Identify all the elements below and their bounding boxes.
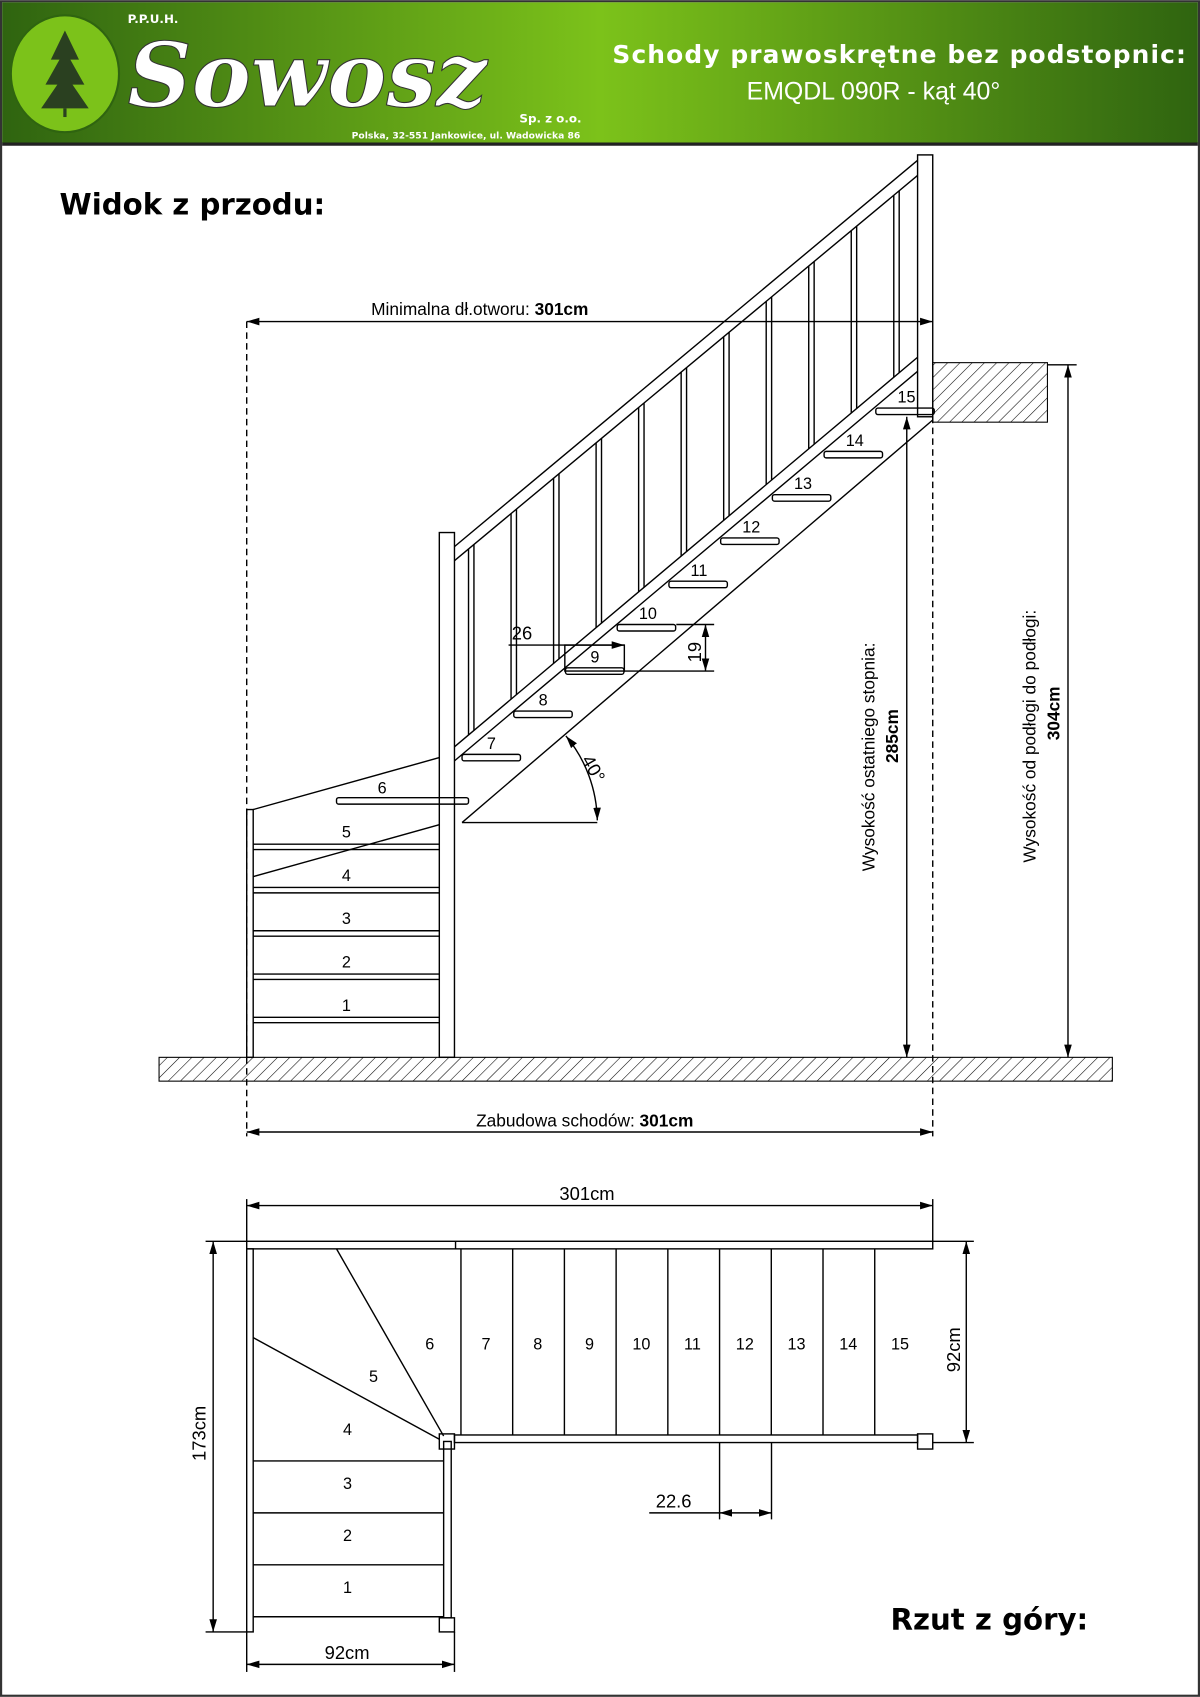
step-number: 1 xyxy=(343,1579,352,1597)
newel-post-plan xyxy=(438,1433,456,1450)
riser-height-label: 19 xyxy=(684,642,705,662)
step-number: 9 xyxy=(585,1335,594,1353)
step-number: 5 xyxy=(369,1368,378,1386)
angle-label: 40° xyxy=(578,751,610,786)
top-post-plan xyxy=(916,1433,934,1450)
floor-hatch xyxy=(158,1056,1113,1082)
drawing-title: Schody prawoskrętne bez podstopnic: xyxy=(612,40,1185,69)
step-number: 3 xyxy=(342,910,351,928)
tread-13 xyxy=(771,493,832,502)
last-step-height-value: 285cm xyxy=(882,709,902,763)
step-number: 15 xyxy=(891,1335,909,1353)
company-suffix: Sp. z o.o. xyxy=(519,111,581,125)
step-number: 3 xyxy=(343,1475,352,1493)
tread-6 xyxy=(335,796,470,805)
tree-icon xyxy=(41,30,89,109)
upper-width-label: 92cm xyxy=(943,1327,964,1372)
step-number: 14 xyxy=(839,1335,857,1353)
step-number: 4 xyxy=(342,867,351,885)
step-number: 7 xyxy=(482,1335,491,1353)
step-number: 8 xyxy=(533,1335,542,1353)
lower-width-label: 92cm xyxy=(325,1642,370,1663)
step-number: 2 xyxy=(343,1527,352,1545)
plan-length-label: 301cm xyxy=(559,1183,614,1204)
logo-text: Sowosz xyxy=(128,23,489,127)
step-number: 11 xyxy=(684,1335,701,1353)
opening-dimension: Minimalna dł.otworu: 301cm xyxy=(371,299,588,319)
upper-floor-hatch xyxy=(932,362,1048,423)
tread-11 xyxy=(668,580,729,589)
step-number: 5 xyxy=(342,824,351,842)
header-banner: P.P.U.H. Sowosz Sp. z o.o. Polska, 32-55… xyxy=(2,2,1198,146)
step-number: 10 xyxy=(632,1335,650,1353)
footprint-dimension: Zabudowa schodów: 301cm xyxy=(476,1111,693,1131)
tread-10 xyxy=(616,623,677,632)
front-view-heading: Widok z przodu: xyxy=(60,187,326,221)
left-post xyxy=(246,808,254,1059)
step-number: 6 xyxy=(378,779,387,797)
step-number: 6 xyxy=(425,1335,434,1353)
tread-14 xyxy=(823,450,884,459)
middle-post xyxy=(438,531,456,1059)
plan-depth-label: 173cm xyxy=(189,1406,210,1461)
bottom-post-plan xyxy=(438,1617,456,1633)
tread-depth-label: 26 xyxy=(512,623,532,644)
step-number: 10 xyxy=(639,605,657,623)
tread-7 xyxy=(461,753,522,762)
tread-8 xyxy=(513,710,573,719)
company-prefix: P.P.U.H. xyxy=(128,12,179,26)
step-number: 12 xyxy=(736,1335,754,1353)
step-number: 12 xyxy=(742,519,760,537)
tread-spacing-label: 22.6 xyxy=(656,1490,692,1511)
step-number: 9 xyxy=(590,648,599,666)
step-number: 15 xyxy=(897,389,915,407)
floor-height-value: 304cm xyxy=(1043,686,1063,740)
step-number: 11 xyxy=(691,562,708,580)
step-number: 8 xyxy=(539,692,548,710)
step-number: 7 xyxy=(487,735,496,753)
step-number: 2 xyxy=(342,954,351,972)
step-number: 13 xyxy=(794,475,812,493)
tread-12 xyxy=(719,537,780,546)
step-number: 1 xyxy=(342,997,351,1015)
tread-15 xyxy=(875,407,935,416)
top-view-heading: Rzut z góry: xyxy=(891,1603,1089,1637)
step-number: 13 xyxy=(788,1335,806,1353)
step-number: 14 xyxy=(846,432,864,450)
balusters xyxy=(467,190,900,735)
floor-height-label: Wysokość od podłogi do podłogi: xyxy=(1020,610,1040,863)
last-step-height-label: Wysokość ostatniego stopnia: xyxy=(858,643,878,872)
model-title: EMQDL 090R - kąt 40° xyxy=(747,78,1001,106)
top-post xyxy=(916,154,934,418)
company-address: Polska, 32-551 Jankowice, ul. Wadowicka … xyxy=(352,131,581,142)
step-number: 4 xyxy=(343,1421,352,1439)
